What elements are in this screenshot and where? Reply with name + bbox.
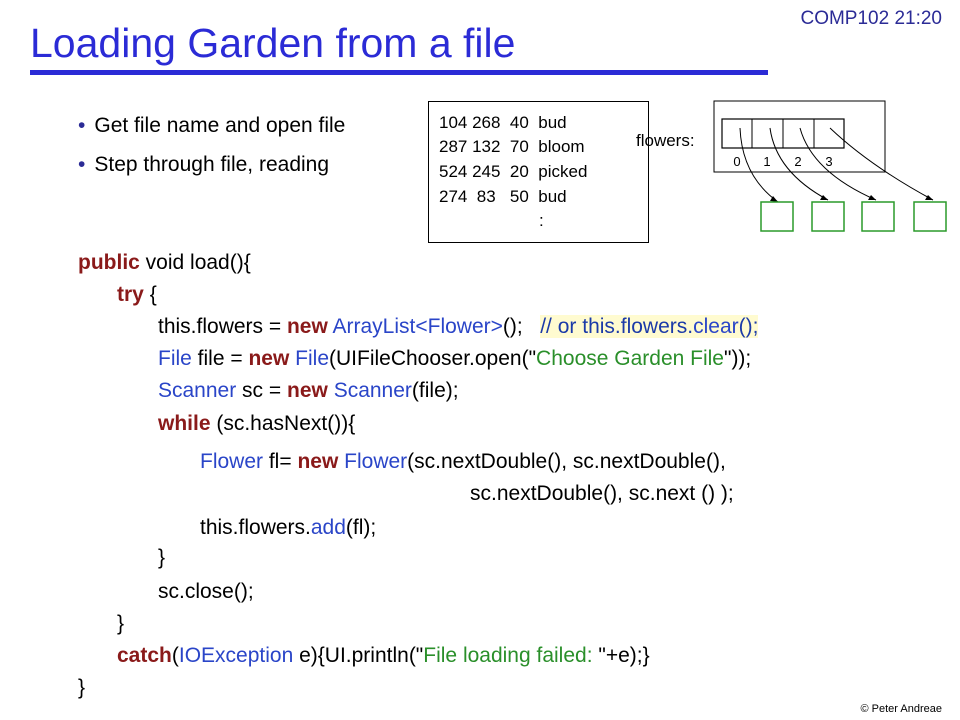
data-file-line: 274 83 50 bud: [439, 187, 567, 206]
arraylist-outer-box: [713, 100, 886, 173]
array-index: 3: [825, 154, 832, 169]
array-index: 2: [794, 154, 801, 169]
bullet-item: •Step through file, reading: [78, 153, 330, 176]
comment-highlight: // or this.flowers.clear();: [540, 315, 759, 338]
code-line: catch(IOException e){UI.println("File lo…: [117, 644, 650, 667]
array-index: 0: [733, 154, 740, 169]
code-line: }: [158, 546, 166, 569]
code-line: this.flowers.add(fl);: [200, 516, 377, 539]
array-index: 1: [763, 154, 770, 169]
copyright-notice: © Peter Andreae: [860, 703, 943, 715]
arrowhead-icon: [820, 195, 828, 200]
pointer-arrow: [829, 127, 934, 201]
data-file-line: 524 245 20 picked: [439, 162, 588, 181]
code-line: Scanner sc = new Scanner(file);: [158, 379, 459, 402]
course-label: COMP102 21:20: [800, 8, 942, 29]
bullet-dot-icon: •: [78, 153, 86, 176]
pointer-arrow: [799, 127, 877, 201]
arrowhead-icon: [770, 196, 778, 202]
flower-object-box: [913, 201, 947, 232]
data-file-ellipsis: :: [539, 211, 544, 230]
data-file-line: 287 132 70 bloom: [439, 137, 585, 156]
data-file-line: 104 268 40 bud: [439, 113, 567, 132]
pointer-arrow: [769, 127, 829, 201]
slide-title: Loading Garden from a file: [30, 20, 516, 66]
data-file-box: 104 268 40 bud 287 132 70 bloom 524 245 …: [428, 101, 649, 243]
title-underline: [30, 70, 768, 75]
bullet-item: •Get file name and open file: [78, 114, 346, 137]
arrowhead-icon: [868, 195, 876, 200]
code-line: }: [117, 612, 125, 635]
pointer-arrow: [739, 127, 779, 203]
flowers-label: flowers:: [636, 131, 695, 150]
flower-object-box: [811, 201, 845, 232]
code-line: sc.nextDouble(), sc.next () );: [470, 482, 734, 505]
code-line: File file = new File(UIFileChooser.open(…: [158, 347, 752, 370]
bullet-dot-icon: •: [78, 114, 86, 137]
code-line: sc.close();: [158, 580, 254, 603]
arrowhead-icon: [925, 195, 933, 200]
code-line: this.flowers = new ArrayList<Flower>(); …: [158, 315, 759, 338]
code-line: }: [78, 676, 86, 699]
flower-object-box: [760, 201, 794, 232]
code-line: try {: [117, 283, 157, 306]
code-line: while (sc.hasNext()){: [158, 412, 356, 435]
code-line: public void load(){: [78, 251, 251, 274]
flower-object-box: [861, 201, 895, 232]
code-line: Flower fl= new Flower(sc.nextDouble(), s…: [200, 450, 726, 473]
